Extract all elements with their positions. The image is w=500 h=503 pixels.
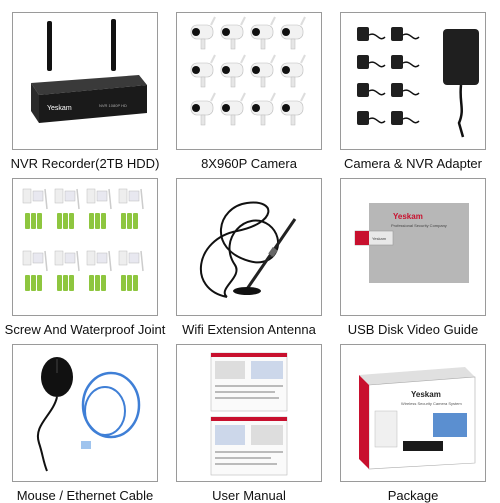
package-top xyxy=(359,367,475,385)
usb-guide-image: Yeskam Professional Security Company Yes… xyxy=(340,178,486,316)
nvr-adapter-brick xyxy=(443,29,479,85)
antenna-coil xyxy=(268,247,278,257)
mouse-cable xyxy=(36,396,58,472)
nvr-side xyxy=(31,83,39,123)
bullet-camera xyxy=(250,54,276,88)
screw-kit xyxy=(118,188,144,229)
nvr-adapter-cable xyxy=(457,84,465,138)
package-image: Yeskam Wireless Security Camera System xyxy=(340,344,486,482)
package-camera-graphic xyxy=(374,410,398,448)
bullet-camera xyxy=(220,92,246,126)
bullet-camera xyxy=(220,16,246,50)
screw-kit xyxy=(22,188,48,229)
screw-kit xyxy=(22,250,48,291)
screw-kit xyxy=(86,250,112,291)
usb-stick-cap xyxy=(355,231,369,245)
caption-adapter: Camera & NVR Adapter xyxy=(343,156,482,171)
caption-mouse-cable: Mouse / Ethernet Cable xyxy=(16,488,154,503)
bullet-camera xyxy=(190,92,216,126)
manual-page-top xyxy=(210,352,288,412)
caption-camera: 8X960P Camera xyxy=(201,156,297,171)
screw-kit xyxy=(54,250,80,291)
camera-adapter xyxy=(357,83,386,97)
antenna-cable xyxy=(199,201,279,298)
bullet-camera xyxy=(250,92,276,126)
bullet-camera xyxy=(190,16,216,50)
caption-nvr-recorder: NVR Recorder(2TB HDD) xyxy=(10,156,160,171)
ethernet-plug xyxy=(81,441,91,449)
bullet-camera xyxy=(280,92,306,126)
camera-adapter xyxy=(391,27,420,41)
bullet-camera xyxy=(220,54,246,88)
package-monitor-graphic xyxy=(433,413,467,437)
antenna-base xyxy=(233,287,261,295)
antenna-right xyxy=(111,19,116,71)
nvr-front xyxy=(39,85,147,123)
nvr-recorder-image: Yeskam NVR 1080P HD xyxy=(12,12,158,150)
nvr-brand: Yeskam xyxy=(47,105,72,112)
bullet-camera xyxy=(190,54,216,88)
caption-package: Package xyxy=(387,488,439,503)
adapter-image xyxy=(340,12,486,150)
package-brand: Yeskam xyxy=(411,390,441,399)
nvr-screen-text: NVR 1080P HD xyxy=(99,103,127,108)
usb-card-brand: Yeskam xyxy=(393,212,423,221)
screw-kit xyxy=(54,188,80,229)
package-nvr-graphic xyxy=(403,441,443,451)
usb-card-subtitle: Professional Security Company xyxy=(391,223,447,228)
caption-user-manual: User Manual xyxy=(212,488,286,503)
user-manual-image xyxy=(176,344,322,482)
bullet-camera xyxy=(280,16,306,50)
mouse-cable-image xyxy=(12,344,158,482)
nvr-top xyxy=(31,75,147,95)
caption-usb-guide: USB Disk Video Guide xyxy=(347,322,479,337)
package-side xyxy=(359,375,369,469)
usb-stick-label: Yeskam xyxy=(372,236,387,241)
ethernet-cable xyxy=(81,371,141,439)
manual-page-bottom xyxy=(210,416,288,476)
bullet-camera xyxy=(250,16,276,50)
camera-adapter xyxy=(391,55,420,69)
ethernet-cable-loop xyxy=(84,386,126,436)
camera-adapter xyxy=(391,83,420,97)
camera-adapter xyxy=(391,111,420,125)
caption-antenna: Wifi Extension Antenna xyxy=(182,322,316,337)
package-subtitle: Wireless Security Camera System xyxy=(401,401,462,406)
mouse-body xyxy=(41,357,73,397)
camera-adapter xyxy=(357,27,386,41)
bullet-camera xyxy=(280,54,306,88)
camera-image xyxy=(176,12,322,150)
screw-kit xyxy=(86,188,112,229)
screw-kit xyxy=(118,250,144,291)
screws-image xyxy=(12,178,158,316)
camera-adapter xyxy=(357,55,386,69)
antenna-image xyxy=(176,178,322,316)
caption-screws: Screw And Waterproof Joint xyxy=(4,322,166,337)
camera-adapter xyxy=(357,111,386,125)
antenna-left xyxy=(47,21,52,71)
